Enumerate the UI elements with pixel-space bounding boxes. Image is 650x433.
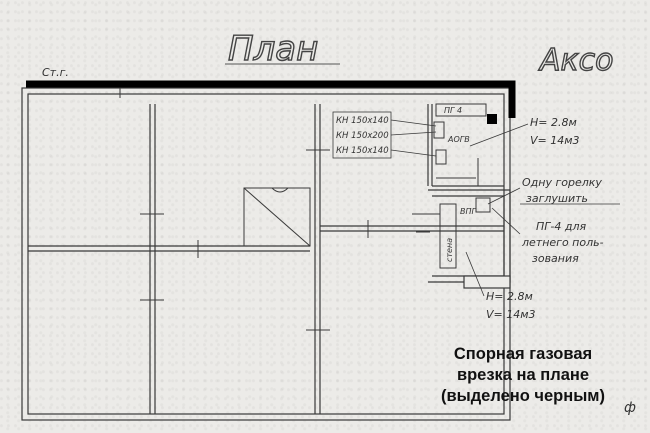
lower-wall-label: стена (445, 238, 454, 262)
gas-riser-label: Ст.г. (42, 66, 69, 79)
note-summer-line3: зования (532, 252, 579, 265)
handwritten-notes: Одну горелку заглушить ПГ-4 для летнего … (521, 176, 604, 265)
upper-kitchen-equipment (433, 103, 487, 186)
note-summer-line2: летнего поль- (521, 236, 604, 249)
stove-label: ПГ 4 (444, 106, 462, 115)
note-summer-line1: ПГ-4 для (536, 220, 587, 233)
note-burner-line1: Одну горелку (522, 176, 602, 189)
caption-line-2: врезка на плане (456, 366, 590, 384)
annex-walls (428, 189, 511, 289)
wall-ticks (119, 82, 430, 331)
upper-volume: V= 14м3 (530, 134, 580, 147)
caption: Спорная газовая врезка на плане (выделен… (428, 344, 618, 407)
corner-mark: ф (624, 400, 636, 416)
caption-line-1: Спорная газовая (453, 345, 593, 363)
lower-kitchen-equipment (412, 197, 491, 269)
disputed-gas-pipe (26, 80, 516, 124)
note-burner-line2: заглушить (526, 192, 588, 205)
appliance-label-2: КН 150х200 (336, 131, 389, 141)
note-leaders (487, 187, 620, 235)
plan-title: План (228, 29, 318, 69)
axonometry-title: Аксо (538, 43, 614, 78)
lower-volume: V= 14м3 (486, 308, 536, 321)
upper-room-leader (469, 123, 529, 147)
appliance-label-1: КН 150х140 (336, 116, 389, 126)
lower-height: Н= 2.8м (486, 290, 533, 303)
appliance-label-3: КН 150х140 (336, 146, 389, 156)
lower-appliance-label: ВПГ (460, 207, 477, 216)
caption-line-3: (выделено черным) (440, 387, 606, 405)
lower-room-leader (465, 251, 485, 297)
staircase (243, 187, 311, 247)
upper-appliance-labels: КН 150х140 КН 150х200 КН 150х140 (332, 111, 392, 159)
heater-label: АОГВ (447, 135, 470, 144)
upper-leader-lines (390, 119, 437, 157)
upper-height: Н= 2.8м (530, 116, 577, 129)
